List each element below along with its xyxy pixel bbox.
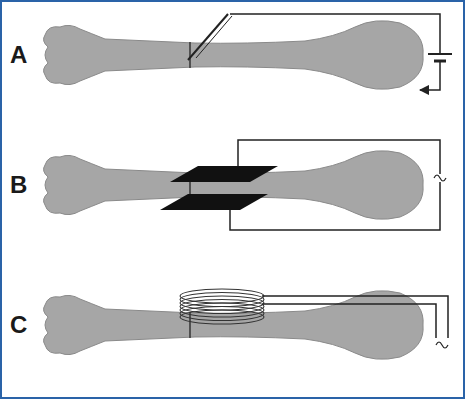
panel-letter: B <box>10 173 27 197</box>
bone-a <box>44 21 424 90</box>
capacitive-plates-b <box>160 166 278 210</box>
coil-winding <box>180 310 264 324</box>
inductive-coil-c <box>180 289 264 324</box>
electrode-circuit-a <box>188 14 452 90</box>
ac-circuit-b <box>230 140 446 230</box>
bone-c <box>44 291 424 360</box>
panel-letter: C <box>10 313 27 337</box>
ac-circuit-c <box>262 296 448 348</box>
panel-letter: A <box>10 43 27 67</box>
bone-b <box>44 151 424 220</box>
coil-winding <box>180 307 264 321</box>
